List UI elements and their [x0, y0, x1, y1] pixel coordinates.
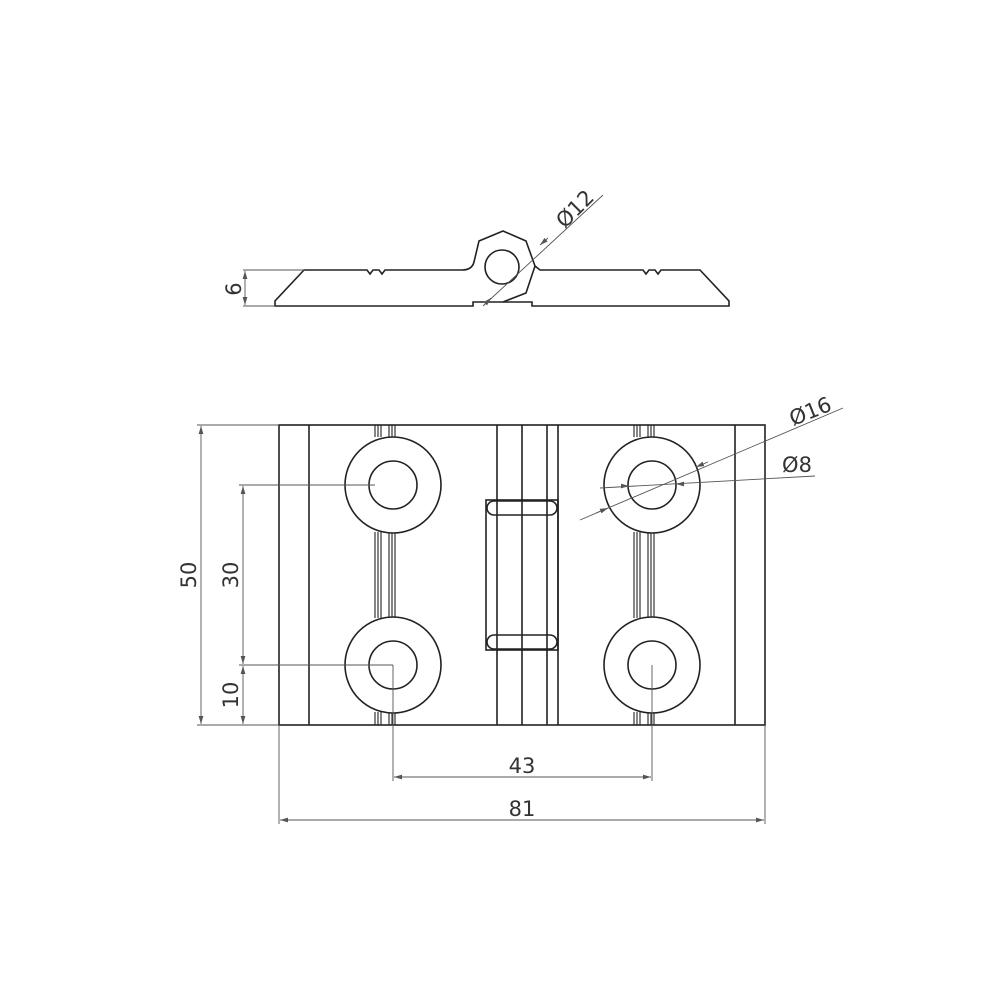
knuckle-lower	[502, 265, 536, 303]
side-profile-outline	[274, 230, 730, 307]
side-view: 6 Ø12	[222, 185, 730, 307]
dim-hole-inner-diameter: Ø8	[782, 453, 812, 477]
dim-hole-spacing-vertical: 30	[219, 562, 243, 589]
knuckle-pin-circle	[484, 249, 520, 285]
dim-overall-width: 81	[509, 797, 536, 821]
dim-knuckle-diameter: Ø12	[551, 185, 599, 233]
dim-hole-edge-offset: 10	[219, 682, 243, 709]
dim-overall-height: 50	[177, 562, 201, 589]
dim-hole-outer-diameter: Ø16	[786, 392, 835, 430]
groove-left	[374, 425, 655, 725]
front-view: 50 30 10 43 81 Ø16 Ø8	[177, 392, 844, 824]
knuckle-bar-top	[486, 500, 558, 516]
dim-thickness: 6	[222, 282, 246, 295]
knuckle-frame	[485, 499, 559, 651]
dim-hole-spacing-horizontal: 43	[509, 754, 536, 778]
knuckle-bar-bottom	[486, 634, 558, 650]
